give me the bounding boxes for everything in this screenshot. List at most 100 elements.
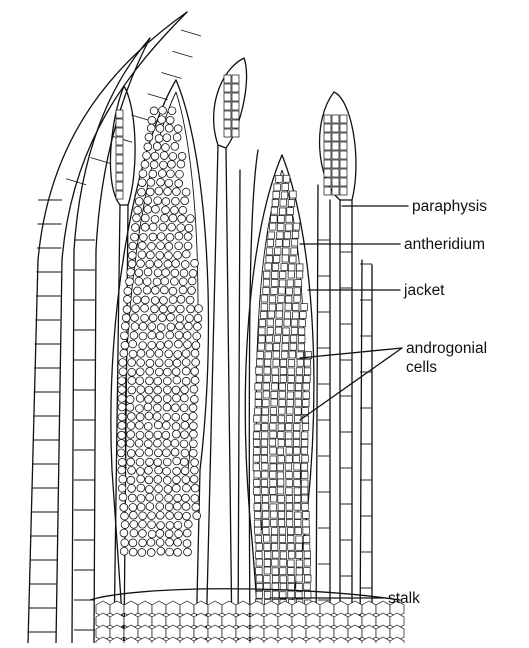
- androgonial-cell: [303, 383, 310, 390]
- sperm-cell: [153, 143, 161, 151]
- androgonial-cell: [291, 327, 298, 334]
- androgonial-cell: [271, 216, 278, 223]
- cell-wall: [161, 73, 181, 79]
- androgonial-cell: [283, 175, 290, 182]
- androgonial-cell: [272, 383, 279, 390]
- sperm-cell: [137, 503, 145, 511]
- sperm-cell: [174, 125, 182, 133]
- sperm-cell: [169, 296, 177, 304]
- sperm-cell: [127, 458, 135, 466]
- androgonial-cell: [299, 320, 306, 327]
- sperm-cell: [168, 160, 176, 168]
- sperm-cell: [180, 394, 188, 402]
- androgonial-cell: [303, 520, 310, 527]
- androgonial-cell: [273, 191, 280, 198]
- androgonial-cell: [277, 479, 284, 486]
- sperm-cell: [127, 450, 135, 458]
- androgonial-cell: [286, 432, 293, 439]
- androgonial-cell: [296, 536, 303, 543]
- sperm-cell: [137, 484, 145, 492]
- androgonial-cell: [280, 568, 287, 575]
- androgonial-cell: [286, 288, 293, 295]
- label-paraphysis: paraphysis: [412, 198, 487, 215]
- androgonial-cell: [263, 271, 270, 278]
- sperm-cell: [118, 422, 126, 430]
- sperm-cell: [174, 521, 182, 529]
- androgonial-cell: [266, 344, 273, 351]
- androgonial-cell: [296, 583, 303, 590]
- sperm-cell: [144, 440, 152, 448]
- sperm-cell: [154, 421, 162, 429]
- androgonial-cell: [288, 568, 295, 575]
- androgonial-cell: [264, 591, 271, 598]
- sperm-cell: [157, 233, 165, 241]
- sperm-cell: [118, 439, 126, 447]
- androgonial-cell: [272, 568, 279, 575]
- androgonial-cell: [266, 248, 273, 255]
- paraphysis-club-right: [320, 92, 356, 200]
- sperm-cell: [136, 449, 144, 457]
- androgonial-cell: [301, 463, 308, 470]
- sperm-cell: [175, 331, 183, 339]
- androgonial-cell: [283, 328, 290, 335]
- androgonial-cell: [270, 456, 277, 463]
- androgonial-cell: [270, 408, 277, 415]
- sperm-cell: [171, 404, 179, 412]
- sperm-cell: [190, 385, 198, 393]
- androgonial-cell: [286, 416, 293, 423]
- androgonial-cell: [256, 575, 263, 582]
- androgonial-cell: [293, 431, 300, 438]
- sperm-cell: [146, 260, 154, 268]
- androgonial-cell: [278, 296, 285, 303]
- androgonial-cell: [302, 455, 309, 462]
- androgonial-cell: [304, 368, 311, 375]
- androgonial-cell: [274, 248, 281, 255]
- sperm-cell: [118, 413, 126, 421]
- androgonial-cell: [288, 575, 295, 582]
- sperm-cell: [118, 386, 126, 394]
- sperm-cell: [164, 485, 172, 493]
- sperm-cell: [151, 286, 159, 294]
- sperm-cell: [126, 278, 134, 286]
- sperm-cell: [172, 386, 180, 394]
- androgonial-cell: [295, 512, 302, 519]
- androgonial-cell: [296, 560, 303, 567]
- sperm-cell: [189, 412, 197, 420]
- sperm-cell: [158, 116, 166, 124]
- club-cell: [332, 124, 339, 132]
- androgonial-cell: [266, 256, 273, 263]
- sperm-cell: [136, 377, 144, 385]
- sperm-cell: [154, 269, 162, 277]
- androgonial-cell: [301, 440, 308, 447]
- androgonial-cell: [281, 192, 288, 199]
- androgonial-cell: [255, 383, 262, 390]
- sperm-cell: [157, 547, 165, 555]
- sperm-cell: [151, 297, 159, 305]
- androgonial-cell: [255, 392, 262, 399]
- sperm-cell: [121, 512, 129, 520]
- sperm-cell: [154, 431, 162, 439]
- sperm-cell: [162, 206, 170, 214]
- androgonial-cell: [277, 487, 284, 494]
- sperm-cell: [162, 144, 170, 152]
- sperm-cell: [163, 386, 171, 394]
- androgonial-cell: [273, 351, 280, 358]
- sperm-cell: [190, 466, 198, 474]
- sperm-cell: [146, 350, 154, 358]
- sperm-cell: [173, 476, 181, 484]
- androgonial-cell: [277, 472, 284, 479]
- sperm-cell: [184, 242, 192, 250]
- androgonial-cell: [304, 376, 311, 383]
- filaments-right: [316, 185, 372, 643]
- sperm-cell: [191, 349, 199, 357]
- androgonial-cell: [277, 448, 284, 455]
- androgonial-cell: [279, 280, 286, 287]
- androgonial-cell: [274, 184, 281, 191]
- sperm-cell: [163, 395, 171, 403]
- sperm-cell: [191, 459, 199, 467]
- androgonial-cell: [271, 528, 278, 535]
- sperm-cell: [135, 277, 143, 285]
- androgonial-cell: [280, 576, 287, 583]
- androgonial-cell: [288, 271, 295, 278]
